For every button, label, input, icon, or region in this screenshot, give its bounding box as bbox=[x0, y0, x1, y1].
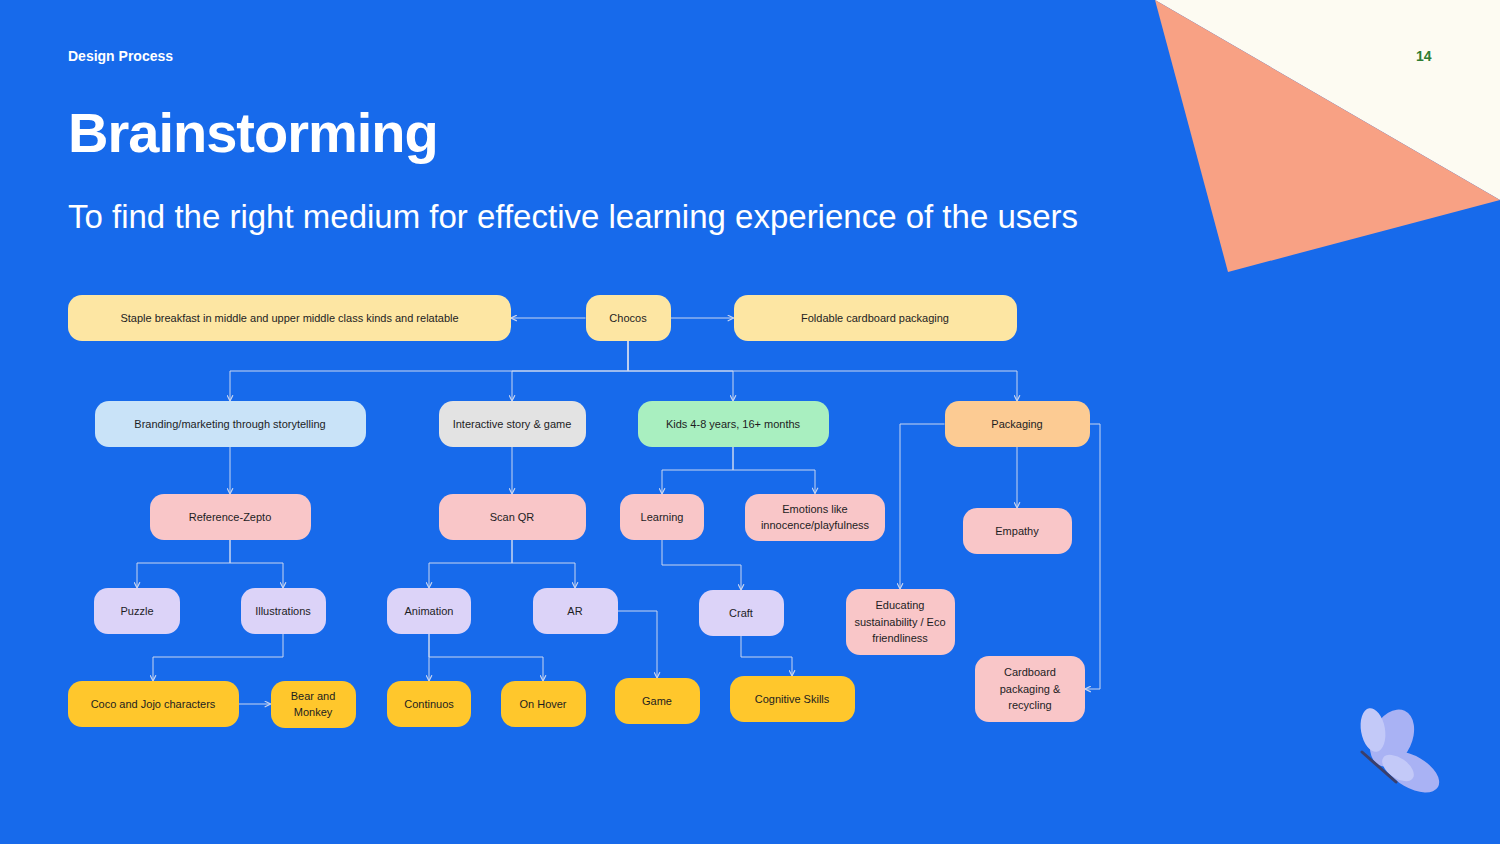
box-text: Coco and Jojo characters bbox=[91, 696, 216, 713]
connector-arrow bbox=[733, 447, 815, 494]
idea-box: Empathy bbox=[963, 508, 1072, 554]
idea-box: Reference-Zepto bbox=[150, 494, 311, 540]
box-text: Scan QR bbox=[490, 509, 535, 526]
connector-arrow bbox=[429, 540, 512, 588]
idea-box: Game bbox=[615, 678, 700, 724]
slide-title: Brainstorming bbox=[68, 100, 438, 165]
box-text: Cognitive Skills bbox=[755, 691, 830, 708]
idea-box: Learning bbox=[620, 494, 704, 540]
idea-box: Animation bbox=[387, 588, 471, 634]
connector-arrow bbox=[230, 447, 231, 494]
idea-box: Cardboard packaging & recycling bbox=[975, 656, 1085, 722]
box-text: Emotions like innocence/playfulness bbox=[753, 501, 877, 534]
connector-arrow bbox=[512, 540, 575, 588]
idea-box: Kids 4-8 years, 16+ months bbox=[638, 401, 829, 447]
box-text: On Hover bbox=[519, 696, 566, 713]
idea-box: Craft bbox=[699, 590, 784, 636]
section-header: Design Process bbox=[68, 48, 173, 64]
connector-arrow bbox=[618, 611, 658, 678]
idea-box: Illustrations bbox=[241, 588, 326, 634]
connector-arrow bbox=[741, 636, 792, 676]
box-text: Craft bbox=[729, 605, 753, 622]
box-text: Chocos bbox=[609, 310, 646, 327]
idea-box: Branding/marketing through storytelling bbox=[95, 401, 366, 447]
connector-arrow bbox=[239, 704, 271, 705]
box-text: Kids 4-8 years, 16+ months bbox=[666, 416, 800, 433]
butterfly-illustration bbox=[1357, 702, 1446, 800]
box-text: Illustrations bbox=[255, 603, 311, 620]
idea-box: Coco and Jojo characters bbox=[68, 681, 239, 727]
box-text: Empathy bbox=[995, 523, 1038, 540]
idea-box: Continuos bbox=[387, 681, 471, 727]
connector-arrow bbox=[1085, 424, 1100, 689]
box-text: Branding/marketing through storytelling bbox=[134, 416, 325, 433]
box-text: Reference-Zepto bbox=[189, 509, 272, 526]
box-text: Puzzle bbox=[120, 603, 153, 620]
idea-box: Educating sustainability / Eco friendlin… bbox=[846, 589, 955, 655]
idea-box: Emotions like innocence/playfulness bbox=[745, 494, 885, 541]
idea-box: Bear and Monkey bbox=[271, 681, 356, 728]
connector-arrow bbox=[429, 634, 543, 681]
connector-arrow bbox=[230, 341, 628, 401]
idea-box: Interactive story & game bbox=[439, 401, 586, 447]
connector-arrow bbox=[230, 540, 283, 588]
idea-box: Chocos bbox=[586, 295, 671, 341]
connector-arrow bbox=[1017, 447, 1018, 508]
idea-box: Staple breakfast in middle and upper mid… bbox=[68, 295, 511, 341]
box-text: Bear and Monkey bbox=[279, 688, 348, 721]
idea-box: AR bbox=[533, 588, 618, 634]
idea-box: Cognitive Skills bbox=[730, 676, 855, 722]
box-text: Animation bbox=[405, 603, 454, 620]
box-text: Packaging bbox=[991, 416, 1042, 433]
connector-arrow bbox=[900, 424, 945, 589]
idea-box: Scan QR bbox=[439, 494, 586, 540]
connector-arrow bbox=[671, 318, 734, 319]
box-text: Educating sustainability / Eco friendlin… bbox=[854, 597, 947, 647]
subtitle: To find the right medium for effective l… bbox=[68, 198, 1078, 236]
connector-arrow bbox=[153, 634, 283, 681]
idea-box: Foldable cardboard packaging bbox=[734, 295, 1017, 341]
page-number: 14 bbox=[1416, 48, 1432, 64]
box-text: Staple breakfast in middle and upper mid… bbox=[120, 310, 458, 327]
box-text: Learning bbox=[641, 509, 684, 526]
box-text: Foldable cardboard packaging bbox=[801, 310, 949, 327]
connector-arrow bbox=[628, 341, 1017, 401]
connector-arrow bbox=[511, 318, 586, 319]
connector-arrow bbox=[662, 447, 733, 494]
box-text: Interactive story & game bbox=[453, 416, 572, 433]
box-text: Cardboard packaging & recycling bbox=[983, 664, 1077, 714]
box-text: AR bbox=[567, 603, 582, 620]
connector-arrow bbox=[512, 447, 513, 494]
idea-box: Puzzle bbox=[94, 588, 180, 634]
connector-arrow bbox=[137, 540, 230, 588]
connector-arrow bbox=[662, 540, 741, 590]
connector-arrow bbox=[512, 341, 628, 401]
idea-box: Packaging bbox=[945, 401, 1090, 447]
box-text: Game bbox=[642, 693, 672, 710]
idea-box: On Hover bbox=[501, 681, 586, 727]
box-text: Continuos bbox=[404, 696, 454, 713]
salmon-triangle bbox=[1155, 0, 1500, 272]
